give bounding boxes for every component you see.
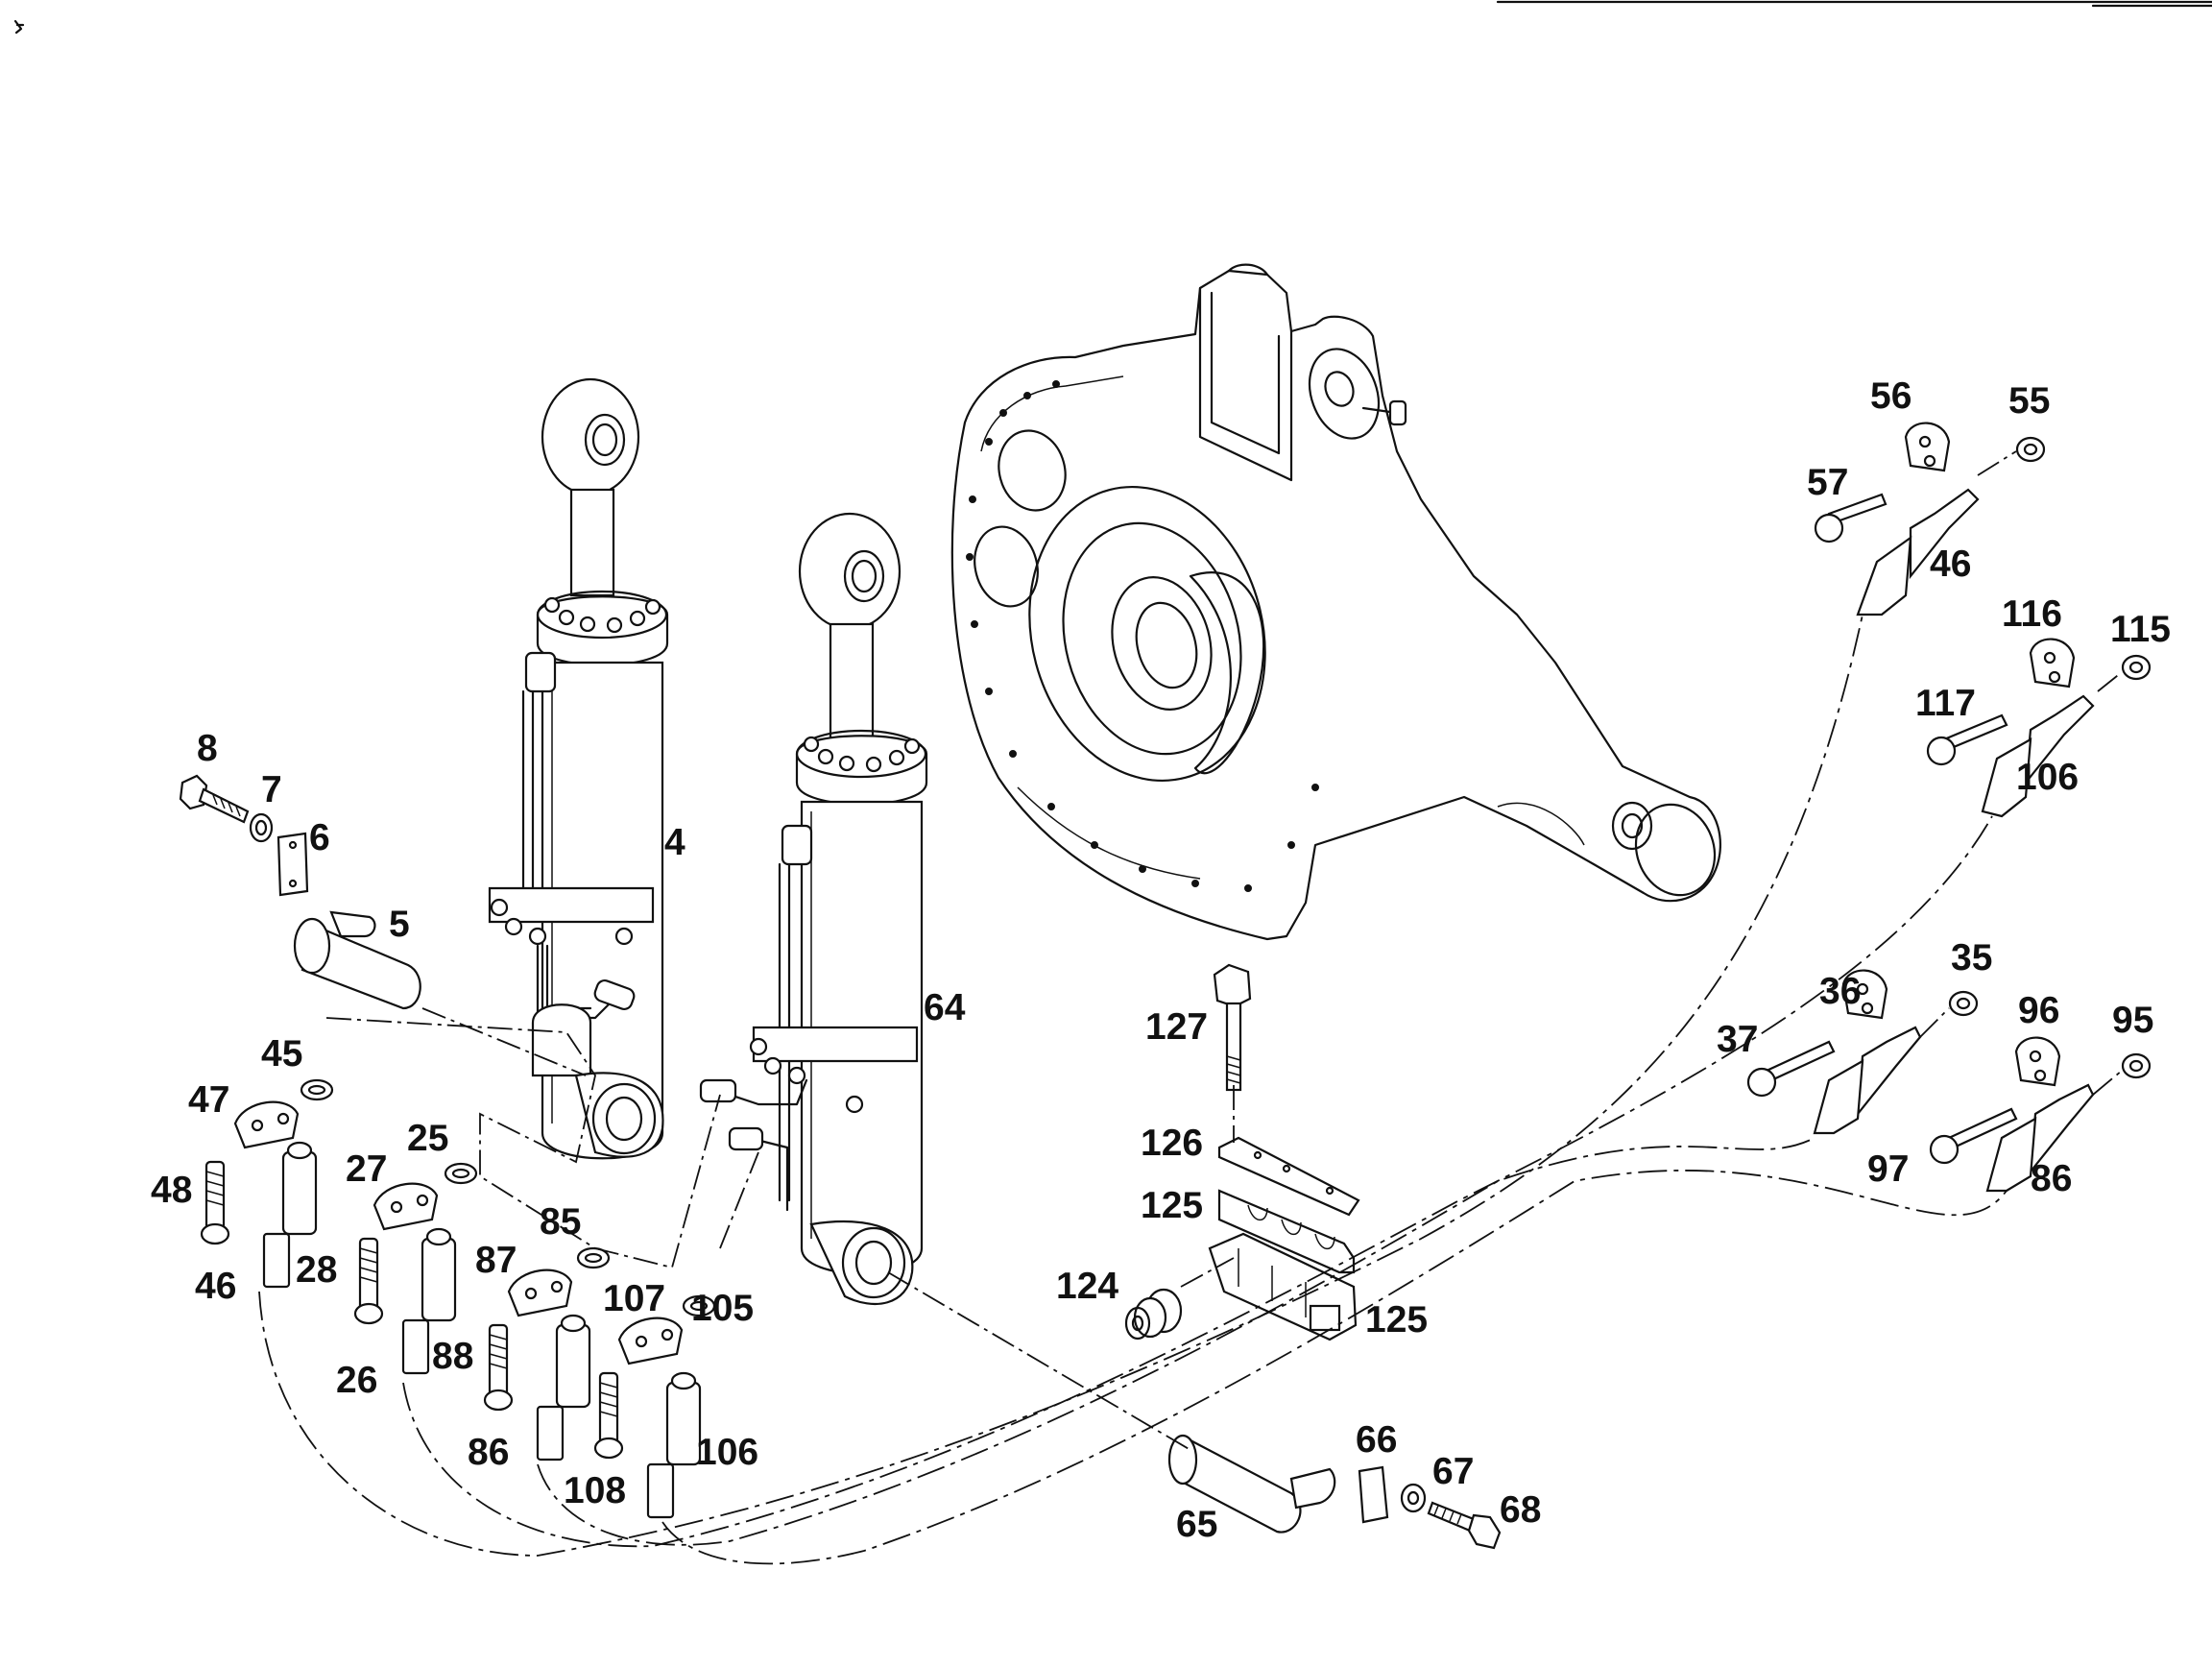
cylinder-4-head-bolts	[543, 596, 661, 634]
plate-66	[1358, 1465, 1389, 1524]
fittings-left-group	[200, 1078, 716, 1519]
callout-106-right: 106	[2016, 757, 2079, 798]
callout-106-left: 106	[696, 1432, 758, 1473]
callout-labels: 4 5 6 7 8 25 26 27 28 35 36 37 45 46 46 …	[151, 375, 2171, 1545]
callout-124: 124	[1056, 1266, 1118, 1307]
callout-85: 85	[540, 1201, 581, 1243]
fittings-right-group	[1746, 422, 2152, 1193]
callout-116: 116	[2002, 593, 2062, 635]
pin-65-assembly	[1167, 1434, 1502, 1550]
callout-36: 36	[1819, 971, 1861, 1012]
callout-26-left: 26	[336, 1360, 377, 1401]
callout-67: 67	[1432, 1451, 1474, 1492]
callout-108: 108	[564, 1470, 626, 1511]
axle-housing	[950, 263, 1721, 941]
callout-88: 88	[432, 1336, 473, 1377]
callout-35: 35	[1951, 937, 1992, 978]
assembly-leader-lines	[325, 450, 2123, 1451]
callout-95: 95	[2112, 1000, 2153, 1041]
bolt-127	[1213, 963, 1252, 1092]
bolt-8	[179, 774, 250, 824]
bolt-68	[1427, 1501, 1502, 1550]
callout-27: 27	[346, 1148, 387, 1190]
callout-115: 115	[2110, 609, 2171, 650]
strap-126	[1217, 1136, 1360, 1217]
plate-6	[276, 832, 309, 897]
callout-25: 25	[407, 1118, 448, 1159]
callout-65: 65	[1176, 1504, 1217, 1545]
callout-127: 127	[1145, 1006, 1208, 1048]
callout-48: 48	[151, 1170, 192, 1211]
callout-56: 56	[1870, 375, 1911, 417]
callout-117: 117	[1915, 683, 1976, 724]
callout-97: 97	[1867, 1148, 1909, 1190]
callout-64: 64	[924, 987, 966, 1028]
callout-107: 107	[603, 1278, 665, 1319]
hydraulic-cylinder-4	[488, 377, 669, 1160]
callout-57: 57	[1807, 462, 1848, 503]
callout-45: 45	[261, 1033, 302, 1075]
callout-47: 47	[188, 1079, 229, 1121]
grommet-124	[1124, 1288, 1183, 1341]
hydraulic-cylinder-64	[699, 512, 928, 1306]
callout-55: 55	[2008, 380, 2050, 422]
callout-105: 105	[691, 1288, 754, 1329]
callout-28: 28	[296, 1249, 337, 1291]
callout-126: 126	[1141, 1123, 1203, 1164]
flange-bolt-holes	[966, 380, 1319, 892]
scan-mark	[13, 19, 25, 35]
callout-37: 37	[1717, 1019, 1758, 1060]
callout-125-upper: 125	[1141, 1185, 1203, 1226]
callout-86-right: 86	[2031, 1158, 2072, 1199]
callout-46-left: 46	[195, 1266, 236, 1307]
callout-5: 5	[389, 904, 410, 945]
callout-68: 68	[1500, 1489, 1541, 1531]
sheet-border	[1496, 0, 2212, 8]
callout-66: 66	[1356, 1419, 1397, 1461]
callout-7: 7	[261, 769, 282, 810]
cylinder-64-head-bolts	[803, 736, 921, 773]
callout-96: 96	[2018, 990, 2059, 1031]
hose-routing-lines	[258, 614, 2008, 1565]
callout-87: 87	[475, 1240, 517, 1281]
callout-4: 4	[664, 822, 685, 863]
callout-86-left: 86	[468, 1432, 509, 1473]
callout-8: 8	[197, 728, 218, 769]
pin-5-assembly	[179, 774, 421, 1010]
callout-125-lower: 125	[1365, 1299, 1428, 1341]
callout-6: 6	[309, 817, 330, 858]
callout-46-right: 46	[1930, 544, 1971, 585]
